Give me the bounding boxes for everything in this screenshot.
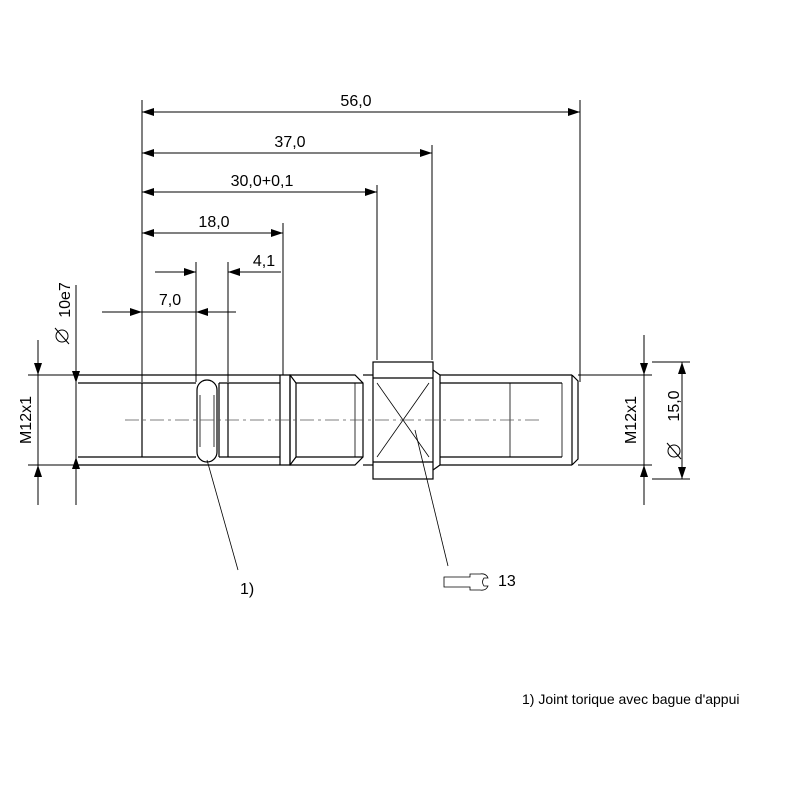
wrench-size-label: 13 xyxy=(498,573,516,590)
dimension-pilot-diameter: 10e7 xyxy=(57,282,74,318)
o-ring xyxy=(196,379,218,463)
dimension-groove-offset: 7,0 xyxy=(159,292,181,309)
wrench-icon xyxy=(443,573,489,591)
footnote-text: 1) Joint torique avec bague d'appui xyxy=(522,691,740,707)
dimension-thread-length: 30,0+0,1 xyxy=(231,173,294,190)
dimension-wrench-position: 37,0 xyxy=(274,134,305,151)
dimension-thread-right: M12x1 xyxy=(623,396,640,444)
callouts: 1) 13 xyxy=(206,429,516,598)
dimension-thread-left: M12x1 xyxy=(18,396,35,444)
footnote-marker: 1) xyxy=(240,581,254,598)
diameter-symbol-icon xyxy=(54,327,70,345)
part-outline xyxy=(78,361,652,480)
dimension-overall-length: 56,0 xyxy=(340,93,371,110)
diameter-symbol-icon xyxy=(666,442,682,460)
dimension-seal-length: 18,0 xyxy=(198,214,229,231)
vertical-dimensions: M12x1 10e7 M12x1 15,0 xyxy=(18,282,690,505)
horizontal-dimensions: 56,0 37,0 30,0+0,1 18,0 4,1 7,0 xyxy=(102,93,581,382)
hex-body xyxy=(372,361,434,480)
dimension-outer-diameter: 15,0 xyxy=(666,390,683,421)
dimension-groove-width: 4,1 xyxy=(253,253,275,270)
